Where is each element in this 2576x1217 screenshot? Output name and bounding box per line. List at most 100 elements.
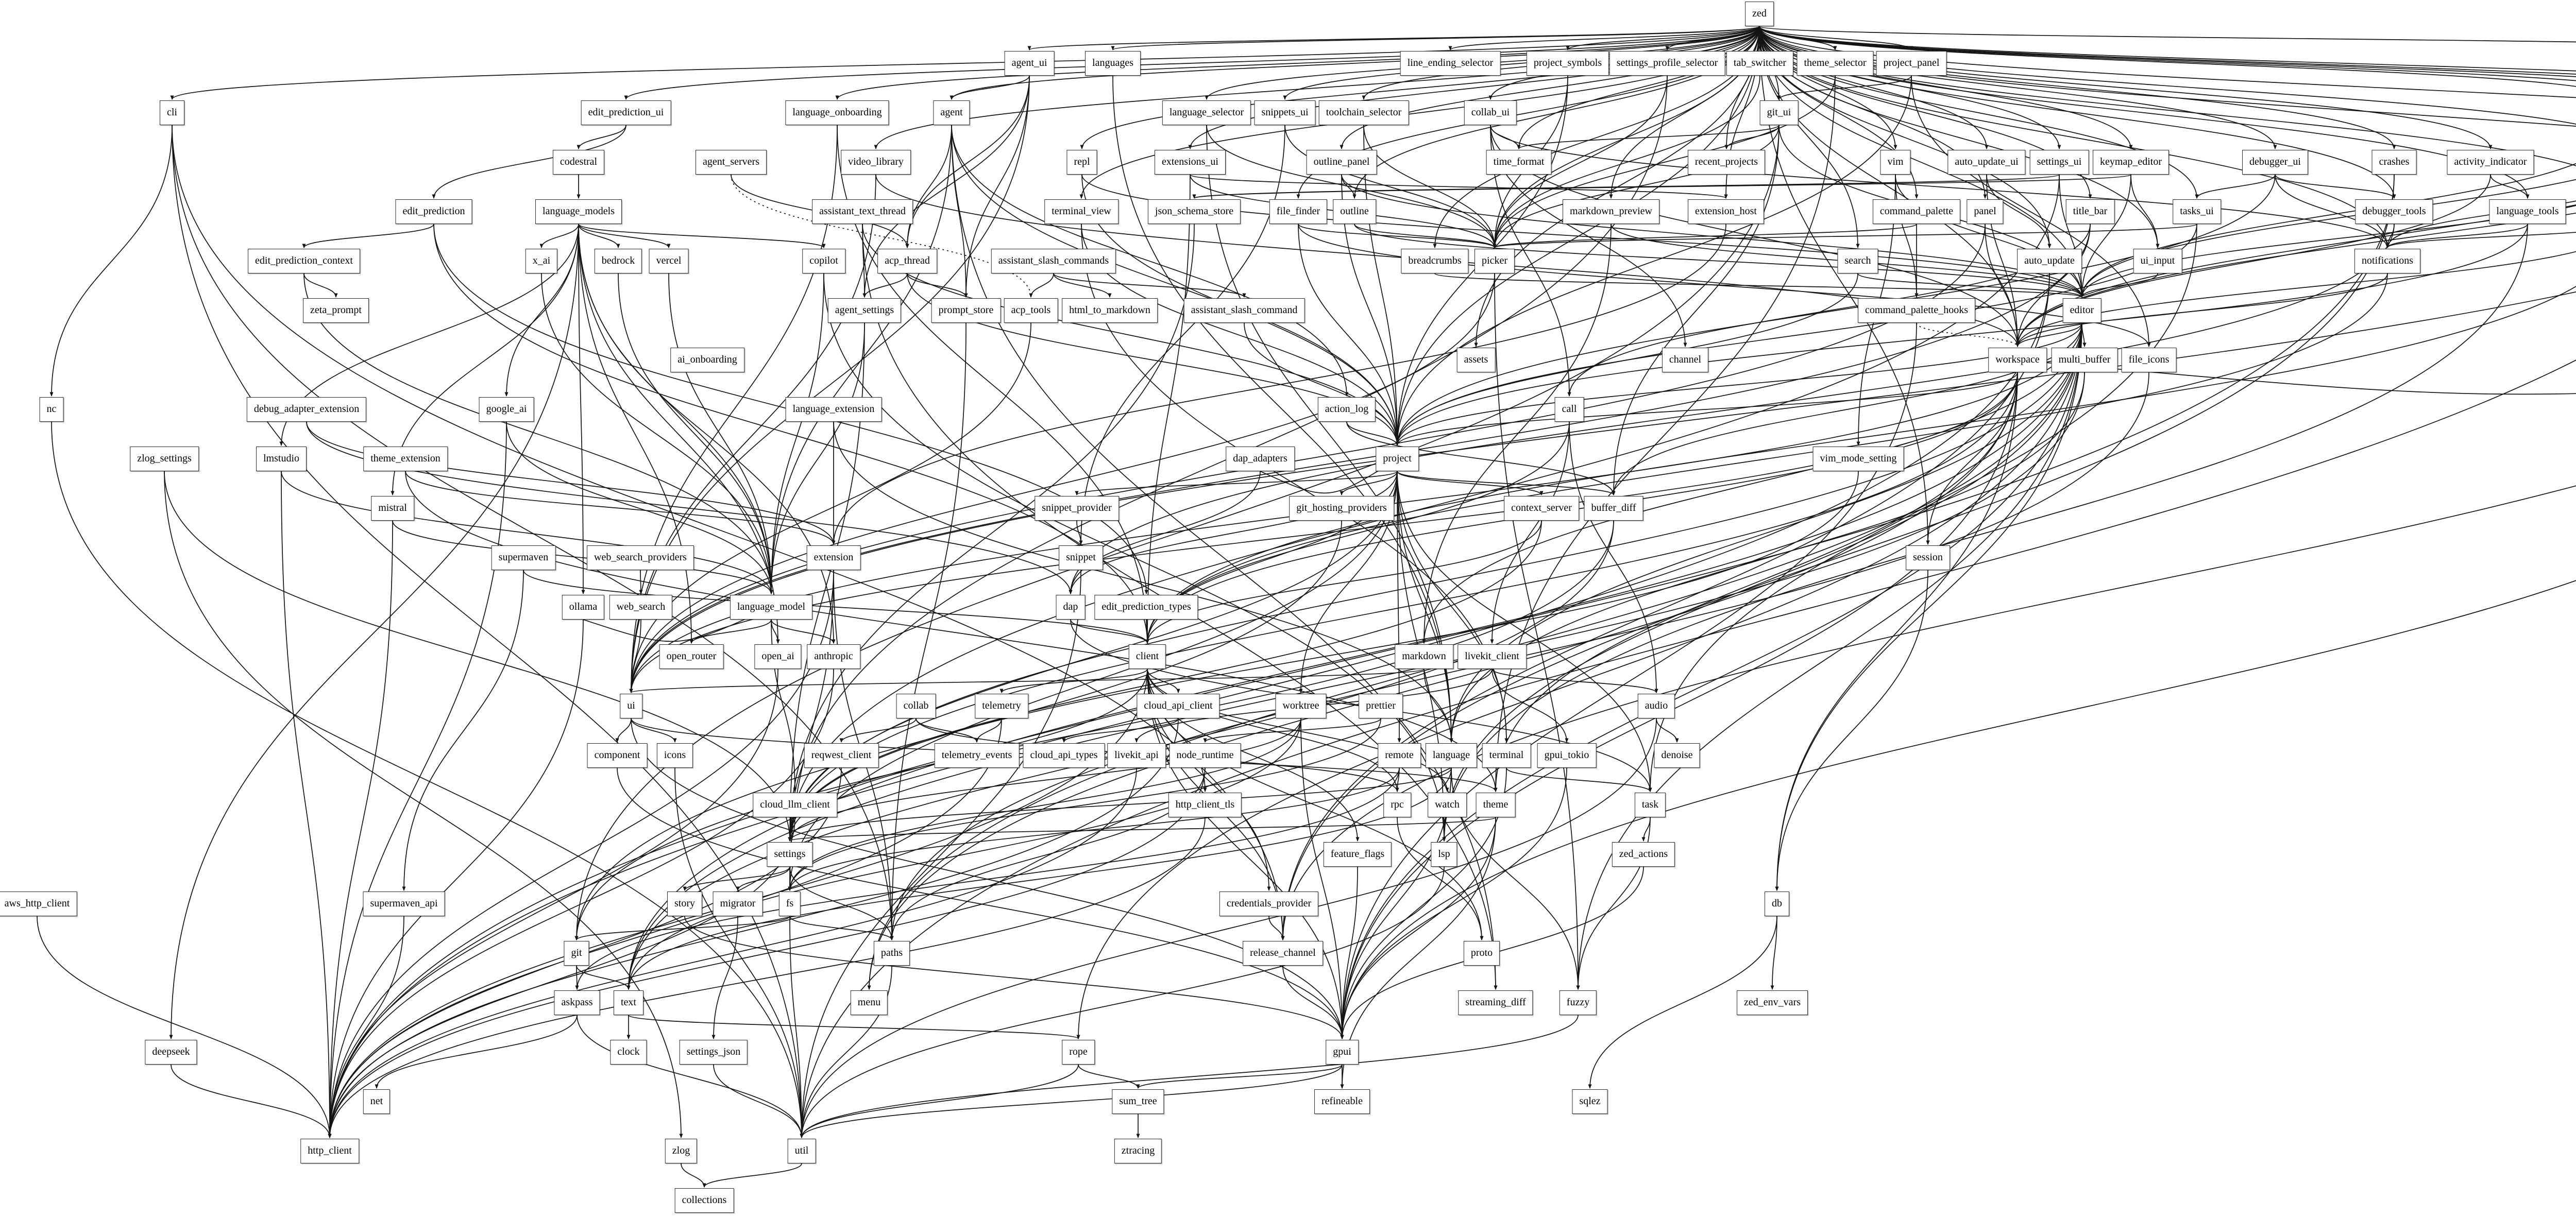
edge-panel-to-workspace (1985, 224, 2020, 347)
edge-vim-to-command_palette_hooks (1895, 174, 1919, 298)
graph-node-codestral: codestral (552, 150, 605, 175)
edge-edit_prediction_ui-to-edit_prediction (432, 125, 626, 199)
edge-search-to-editor (1857, 273, 2084, 298)
edge-edit_prediction-to-edit_prediction_context (302, 224, 434, 248)
edge-project-to-buffer_diff (1397, 471, 1616, 495)
graph-node-title_bar: title_bar (2065, 199, 2115, 224)
edge-fs-to-util (789, 916, 804, 1138)
edge-zed-to-install_cli (1759, 26, 2576, 43)
graph-node-assets: assets (1456, 348, 1496, 372)
edge-language_models-to-open_ai (578, 224, 780, 644)
edge-buffer_diff-to-git (574, 520, 1614, 940)
edge-debugger_ui-to-debugger_tools (2275, 174, 2396, 199)
graph-node-tab_switcher: tab_switcher (1726, 51, 1794, 76)
edge-zed-to-activity_indicator (1759, 26, 2493, 149)
edge-miniprofiler_ui-to-gpui (1340, 580, 2576, 1039)
edge-gpui-to-util (800, 1064, 1343, 1138)
edge-zlog-to-collections (681, 1163, 706, 1188)
edge-language_models-to-anthropic (578, 224, 836, 644)
edge-terminal-to-task (1506, 767, 1652, 792)
edge-fs-to-git (574, 916, 790, 940)
graph-node-call: call (1554, 397, 1584, 422)
graph-node-askpass: askpass (554, 990, 600, 1015)
edge-gpui-to-sum_tree (1136, 1064, 1343, 1089)
edge-workspace-to-settings (788, 372, 2018, 842)
edge-auto_update_ui-to-auto_update (1986, 174, 2052, 248)
edge-workspace-to-menu (867, 372, 2018, 990)
edge-onboarding-to-client (1145, 285, 2576, 644)
edge-vercel-to-language_model (668, 273, 773, 594)
graph-node-multi_buffer: multi_buffer (2051, 348, 2118, 372)
graph-node-task: task (1634, 793, 1666, 817)
edge-rope-to-util (800, 1064, 1079, 1138)
graph-node-file_icons: file_icons (2121, 348, 2177, 372)
edge-zed-to-journal (1759, 26, 2576, 75)
edge-call-to-client (1145, 421, 1570, 644)
graph-node-agent: agent (933, 100, 970, 125)
edge-language_selector-to-picker (1206, 125, 1497, 248)
edge-prompt_store-to-paths (890, 322, 967, 940)
edge-workspace-to-client (1145, 372, 2018, 644)
graph-node-debug_adapter_extension: debug_adapter_extension (246, 397, 367, 422)
graph-node-credentials_provider: credentials_provider (1219, 892, 1319, 916)
graph-node-zlog: zlog (665, 1139, 698, 1163)
edge-toolchain_selector-to-picker (1363, 125, 1497, 248)
edge-audio-to-denoise (1656, 718, 1679, 743)
edge-lmstudio-to-http_client (281, 471, 332, 1138)
edge-project-to-task (1397, 471, 1652, 792)
edge-editor-to-gpui (1340, 322, 2082, 1039)
graph-node-acp_tools: acp_tools (1004, 298, 1058, 323)
graph-node-x_ai: x_ai (525, 249, 558, 273)
edge-languages-to-language (1112, 75, 1453, 743)
edge-zed-to-repl (1080, 26, 1760, 149)
edge-dap-to-client (1070, 619, 1149, 644)
graph-node-extension_host: extension_host (1688, 199, 1764, 224)
graph-node-markdown: markdown (1395, 644, 1453, 669)
graph-node-context_server: context_server (1504, 496, 1579, 521)
edge-debugger_ui-to-project (1395, 174, 2276, 446)
edge-mistral-to-http_client (328, 520, 393, 1138)
edge-project_panel-to-git_ui (1777, 75, 1912, 100)
edge-agent_ui-to-prompt_store (964, 75, 1030, 298)
graph-node-keymap_editor: keymap_editor (2093, 150, 2169, 175)
graph-node-feature_flags: feature_flags (1323, 842, 1392, 867)
edge-multi_buffer-to-text (626, 372, 2085, 990)
edge-project-to-fs (788, 471, 1398, 891)
edge-git_ui-to-buffer_diff (1612, 125, 1780, 495)
edge-project-to-terminal (1397, 471, 1509, 743)
graph-node-livekit_client: livekit_client (1458, 644, 1527, 669)
graph-node-git_hosting_providers: git_hosting_providers (1289, 496, 1394, 521)
edge-zed-to-edit_prediction_ui (624, 26, 1760, 100)
edge-zed-to-video_library (874, 26, 1760, 149)
graph-node-http_client_tls: http_client_tls (1168, 793, 1242, 817)
edge-notifications-to-workspace (2015, 273, 2388, 347)
graph-node-cli: cli (160, 100, 184, 125)
graph-node-auto_update_ui: auto_update_ui (1947, 150, 2026, 175)
graph-node-db: db (1765, 892, 1789, 916)
edge-zed-to-inspector_ui (1759, 26, 2576, 125)
edge-story-to-gpui (684, 916, 1344, 1039)
edge-theme-to-refineable (1340, 817, 1496, 1089)
edge-agent-to-action_log (951, 125, 1349, 397)
graph-node-util: util (787, 1139, 816, 1163)
edge-copilot-to-language_model (769, 273, 824, 594)
edge-client-to-rpc (1147, 669, 1399, 792)
edge-assistant_slash_commands-to-acp_tools (1029, 273, 1054, 298)
graph-node-zed_actions: zed_actions (1612, 842, 1675, 867)
edge-language_model-to-anthropic (771, 619, 836, 644)
edge-settings_profile_selector-to-picker (1493, 75, 1668, 248)
graph-node-buffer_diff: buffer_diff (1584, 496, 1643, 521)
graph-node-cloud_api_client: cloud_api_client (1137, 694, 1220, 718)
edge-settings_json-to-util (713, 1064, 804, 1138)
edge-telemetry-to-telemetry_events (975, 718, 1002, 743)
graph-node-project: project (1376, 447, 1419, 471)
edge-icons-to-util (674, 767, 804, 1138)
graph-node-language: language (1425, 743, 1478, 768)
edge-extensions_ui-to-extension_host (1190, 174, 1728, 199)
graph-node-zed: zed (1745, 2, 1774, 26)
graph-node-recent_projects: recent_projects (1687, 150, 1766, 175)
edge-activity_indicator-to-language_tools (2490, 174, 2530, 199)
graph-node-collab: collab (896, 694, 936, 718)
edge-settings-to-story (683, 866, 790, 891)
